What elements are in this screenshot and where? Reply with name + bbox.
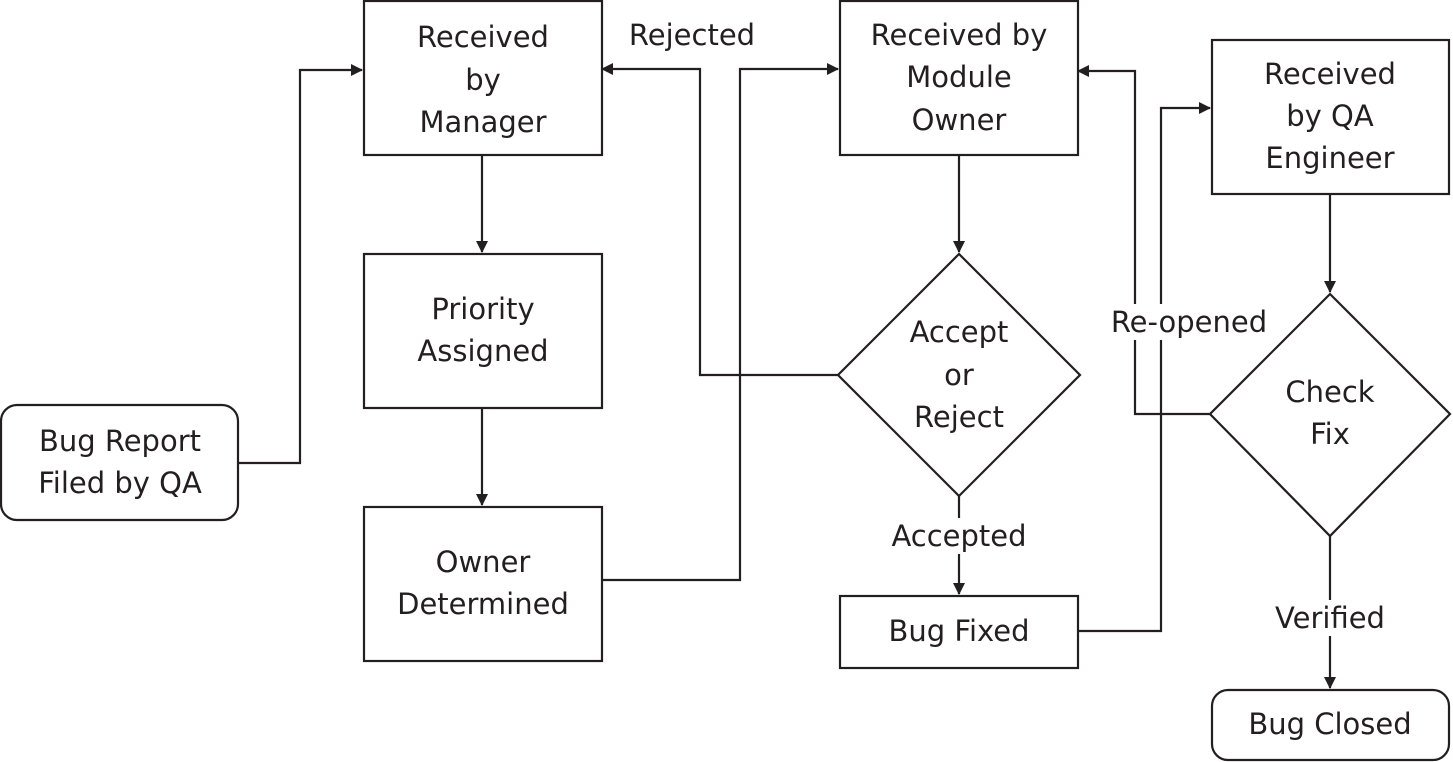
node-owner-determined: Owner Determined [362, 505, 604, 663]
edge-label-reopened: Re-opened [1111, 305, 1267, 339]
edge-labels: Rejected Accepted Re-opened Verified [629, 18, 1390, 636]
node-text: Determined [397, 587, 569, 621]
node-received-by-qa-engineer: Received by QA Engineer [1210, 38, 1451, 196]
node-text: Bug Fixed [888, 614, 1029, 648]
edges [238, 63, 1336, 689]
edge-bug-fixed-to-qa-engineer [1078, 102, 1211, 633]
node-text: Module [906, 60, 1011, 94]
node-received-by-module-owner: Received by Module Owner [838, 0, 1080, 157]
node-priority-assigned: Priority Assigned [362, 252, 604, 410]
node-text: Reject [914, 400, 1004, 434]
node-text: Owner [436, 545, 531, 579]
node-text: by QA [1286, 99, 1374, 133]
node-received-by-manager: Received by Manager [362, 0, 604, 157]
node-accept-or-reject-decision: Accept or Reject [836, 252, 1082, 498]
node-text: Owner [912, 103, 1007, 137]
node-text: Filed by QA [38, 466, 202, 500]
node-bug-report-filed-by-qa: Bug Report Filed by QA [0, 403, 240, 522]
edge-owner-determined-to-module-owner [602, 63, 839, 582]
node-text: Received [417, 20, 549, 54]
edge-bug-report-to-received-manager [238, 64, 363, 465]
node-bug-closed: Bug Closed [1210, 688, 1451, 762]
node-text: Fix [1310, 417, 1350, 451]
node-text: Received [1264, 57, 1396, 91]
edge-label-rejected: Rejected [629, 18, 755, 52]
edge-check-fix-reopened-to-module-owner [1077, 65, 1210, 416]
edge-label-verified: Verified [1275, 601, 1385, 635]
node-text: Engineer [1265, 141, 1394, 175]
node-check-fix-decision: Check Fix [1208, 292, 1452, 538]
node-text: by [465, 63, 501, 97]
edge-accept-reject-rejected-to-manager [601, 63, 838, 377]
node-text: Accept [910, 315, 1009, 349]
node-text: Bug Report [39, 424, 201, 458]
edge-label-accepted: Accepted [891, 519, 1026, 553]
node-text: Priority [431, 292, 534, 326]
node-text: Check [1285, 375, 1374, 409]
node-text: or [944, 358, 974, 392]
node-bug-fixed: Bug Fixed [838, 594, 1080, 670]
node-text: Manager [419, 105, 546, 139]
node-text: Assigned [417, 334, 548, 368]
node-text: Received by [871, 18, 1048, 52]
node-text: Bug Closed [1248, 707, 1411, 741]
